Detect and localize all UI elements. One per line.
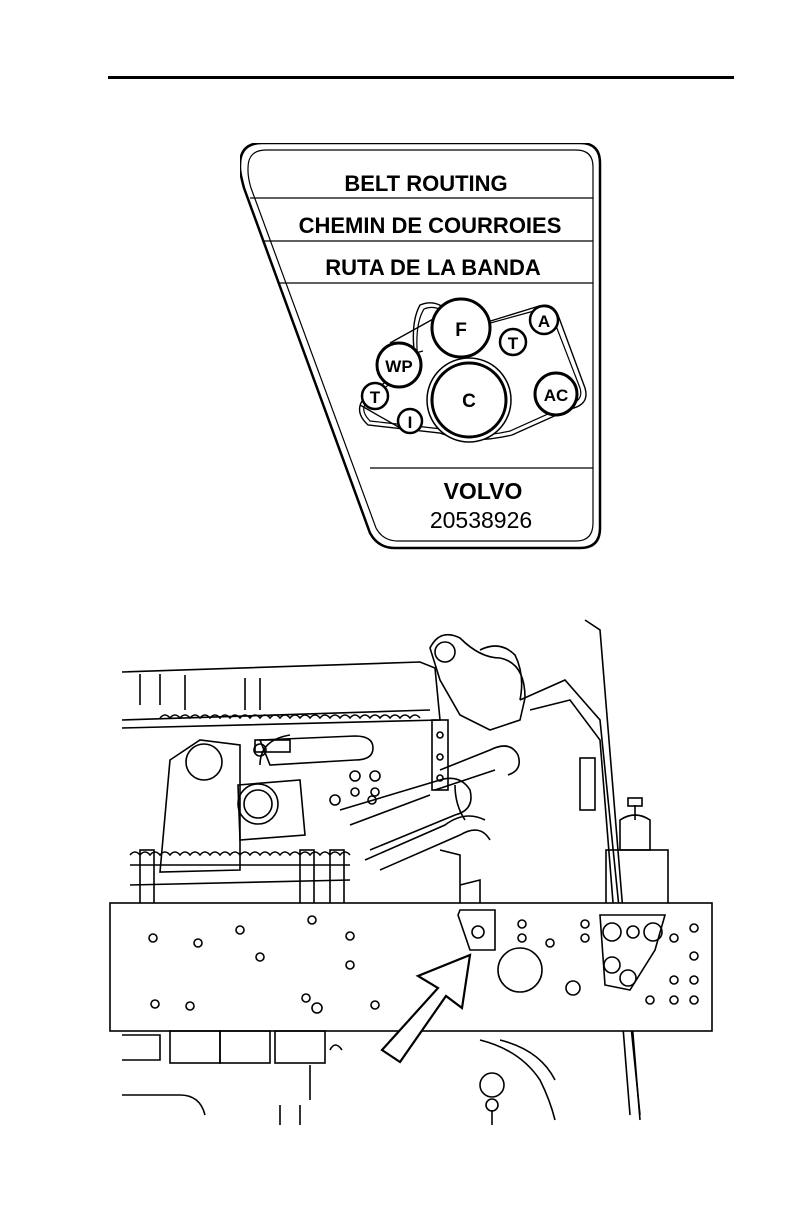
svg-text:AC: AC <box>544 386 569 405</box>
svg-text:C: C <box>462 391 476 412</box>
pulley-f: F <box>432 299 490 357</box>
svg-text:A: A <box>538 312 550 331</box>
decal-brand: VOLVO <box>444 478 523 504</box>
decal-part-number: 20538926 <box>430 507 532 533</box>
engine-location-illustration <box>100 610 740 1130</box>
decal-title-english: BELT ROUTING <box>344 171 507 196</box>
pulley-a: A <box>530 306 558 334</box>
pulley-i: I <box>398 409 422 433</box>
pulley-ac: AC <box>535 373 577 415</box>
header-rule <box>108 76 734 79</box>
pulley-wp: WP <box>377 343 421 387</box>
svg-text:WP: WP <box>385 357 412 376</box>
pulley-c: C <box>427 358 511 442</box>
pulley-t-left: T <box>362 383 388 409</box>
svg-text:F: F <box>455 320 467 341</box>
belt-routing-decal: BELT ROUTING CHEMIN DE COURROIES RUTA DE… <box>240 143 602 553</box>
decal-title-french: CHEMIN DE COURROIES <box>299 213 562 238</box>
pulley-t-right: T <box>500 329 526 355</box>
svg-text:T: T <box>370 388 381 407</box>
decal-title-spanish: RUTA DE LA BANDA <box>325 255 541 280</box>
svg-text:I: I <box>408 413 413 432</box>
svg-text:T: T <box>508 334 519 353</box>
